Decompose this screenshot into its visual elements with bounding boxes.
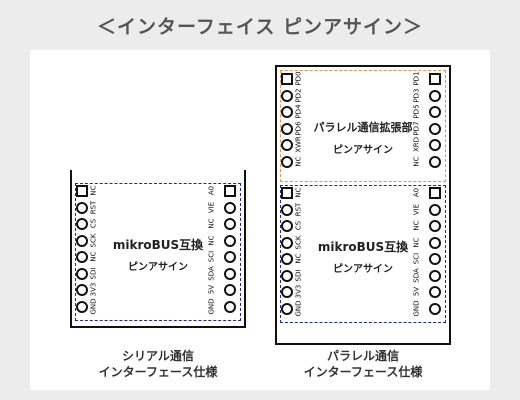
pin-right-3 — [224, 234, 236, 247]
pin-right-3 — [429, 236, 441, 249]
pin-left-4 — [76, 251, 88, 263]
pin-right-0 — [224, 185, 236, 197]
pin-left-1 — [76, 201, 88, 214]
pin-right-0 — [429, 73, 441, 85]
pin-left-5 — [281, 155, 293, 168]
page-title: ＜インターフェイス ピンアサイン＞ — [97, 16, 423, 38]
pin-left-1 — [281, 89, 293, 102]
mikrobus-section — [75, 183, 241, 321]
serial-caption-line2: インターフェース仕様 — [98, 365, 218, 379]
pin-right-7 — [224, 300, 236, 313]
pin-right-4 — [429, 253, 441, 265]
extension-assign-label: ピンアサイン — [333, 145, 393, 156]
pin-right-6 — [224, 284, 236, 296]
pin-left-6 — [281, 286, 293, 298]
pin-left-2 — [281, 220, 293, 232]
pin-label-left-5: NC — [294, 155, 303, 167]
pin-label-left-7: GND — [89, 297, 98, 315]
parallel-caption-line2: インターフェース仕様 — [303, 365, 423, 379]
pin-right-5 — [429, 155, 441, 168]
pin-left-3 — [281, 122, 293, 135]
pin-left-6 — [76, 284, 88, 296]
pin-left-2 — [281, 106, 293, 118]
pin-left-4 — [281, 139, 293, 151]
pin-label-right-7: GND — [412, 299, 421, 317]
pin-left-0 — [281, 73, 293, 85]
extension-section — [280, 70, 446, 182]
pin-assign-label: ピンアサイン — [333, 264, 393, 275]
pin-left-5 — [76, 267, 88, 280]
pin-left-1 — [281, 203, 293, 216]
pin-right-2 — [429, 106, 441, 118]
pin-right-4 — [224, 251, 236, 263]
serial-caption-line1: シリアル通信 — [122, 349, 194, 363]
pin-right-2 — [429, 220, 441, 232]
pin-label-left-7: GND — [294, 299, 303, 317]
pin-right-1 — [429, 203, 441, 216]
pin-right-7 — [429, 302, 441, 315]
pin-label-right-5: NC — [412, 155, 421, 167]
pin-right-5 — [224, 267, 236, 280]
pin-left-5 — [281, 269, 293, 282]
mikrobus-module-label: mikroBUS互換 — [317, 240, 409, 254]
pin-label-right-7: GND — [207, 297, 216, 315]
pin-right-6 — [429, 286, 441, 298]
pin-left-7 — [281, 302, 293, 315]
pin-right-3 — [429, 122, 441, 135]
mikrobus-section — [280, 185, 446, 323]
pin-left-0 — [281, 187, 293, 199]
mikrobus-module-label: mikroBUS互換 — [112, 238, 204, 252]
pin-left-3 — [281, 236, 293, 249]
pin-right-5 — [429, 269, 441, 282]
pin-left-4 — [281, 253, 293, 265]
extension-module-label: パラレル通信拡張部 — [313, 121, 413, 134]
pin-right-1 — [429, 89, 441, 102]
pin-right-1 — [224, 201, 236, 214]
pin-assign-label: ピンアサイン — [128, 262, 188, 273]
pin-left-2 — [76, 218, 88, 230]
pin-left-7 — [76, 300, 88, 313]
pin-right-2 — [224, 218, 236, 230]
parallel-caption: パラレル通信 インターフェース仕様 — [275, 348, 451, 380]
parallel-caption-line1: パラレル通信 — [326, 349, 399, 363]
pin-right-0 — [429, 187, 441, 199]
pin-right-4 — [429, 139, 441, 151]
pin-left-3 — [76, 234, 88, 247]
pin-left-0 — [76, 185, 88, 197]
serial-caption: シリアル通信 インターフェース仕様 — [70, 348, 246, 380]
